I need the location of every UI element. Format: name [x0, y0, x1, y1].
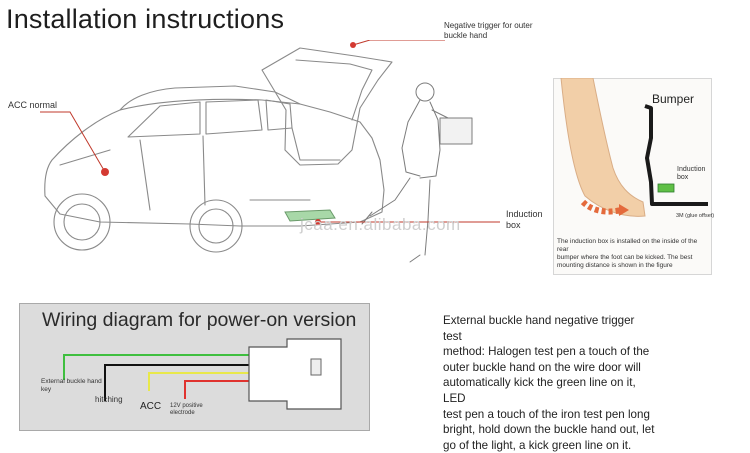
test-method-description: External buckle hand negative trigger te…: [443, 313, 655, 453]
page-title: Installation instructions: [6, 4, 285, 34]
induction-box-line2: box: [506, 220, 521, 230]
desc-line: automatically kick the green line on it,…: [443, 376, 636, 405]
induction-box-line1: Induction: [506, 209, 543, 219]
inset-note-line1: The induction box is installed on the in…: [557, 238, 698, 253]
desc-line: go of the light, a kick green line on it…: [443, 438, 632, 452]
car-illustration: [40, 40, 500, 263]
inset-note: The induction box is installed on the in…: [557, 238, 707, 270]
connector-latch: [310, 358, 322, 376]
acc-label: ACC: [140, 401, 162, 412]
bumper-label: Bumper: [652, 92, 695, 106]
desc-line: method: Halogen test pen a touch of the: [443, 345, 650, 359]
inset-note-line2: bumper where the foot can be kicked. The…: [557, 254, 693, 261]
inset-note-line3: mounting distance is shown in the figure: [557, 262, 673, 269]
red-wire: [184, 380, 249, 399]
inset-induction-line1: Induction: [677, 166, 706, 173]
negative-trigger-line1: Negative trigger for outer: [444, 21, 533, 30]
green-wire: [63, 354, 249, 380]
positive-line2: electrode: [170, 410, 195, 416]
inset-induction-label: Induction box: [677, 166, 705, 182]
black-wire: [104, 364, 249, 401]
tape-label: 3M (glue offset): [676, 213, 715, 219]
external-key-line1: External buckle hand: [41, 378, 102, 385]
acc-normal-label: ACC normal: [8, 100, 58, 110]
wiring-diagram-title: Wiring diagram for power-on version: [42, 309, 357, 331]
connector: [248, 338, 342, 410]
negative-trigger-label: Negative trigger for outer buckle hand: [444, 21, 533, 41]
desc-line: bright, hold down the buckle hand out, l…: [443, 423, 655, 437]
desc-line: test pen a touch of the iron test pen lo…: [443, 407, 650, 421]
yellow-wire: [148, 372, 249, 391]
watermark: jcaa.en.alibaba.com: [300, 215, 461, 234]
positive-label: 12V positive electrode: [170, 403, 203, 417]
desc-line: outer buckle hand on the wire door will: [443, 360, 641, 374]
hitching-label: hitching: [95, 395, 123, 404]
bumper-detail-illustration: [560, 78, 708, 217]
wiring-diagram: [63, 338, 342, 410]
inset-induction-line2: box: [677, 174, 689, 181]
external-key-line2: key: [41, 386, 52, 393]
negative-trigger-line2: buckle hand: [444, 31, 488, 40]
desc-line: External buckle hand negative trigger te…: [443, 314, 635, 343]
external-key-label: External buckle hand key: [41, 378, 102, 394]
positive-line1: 12V positive: [170, 403, 203, 409]
induction-box-label: Induction box: [506, 209, 543, 231]
